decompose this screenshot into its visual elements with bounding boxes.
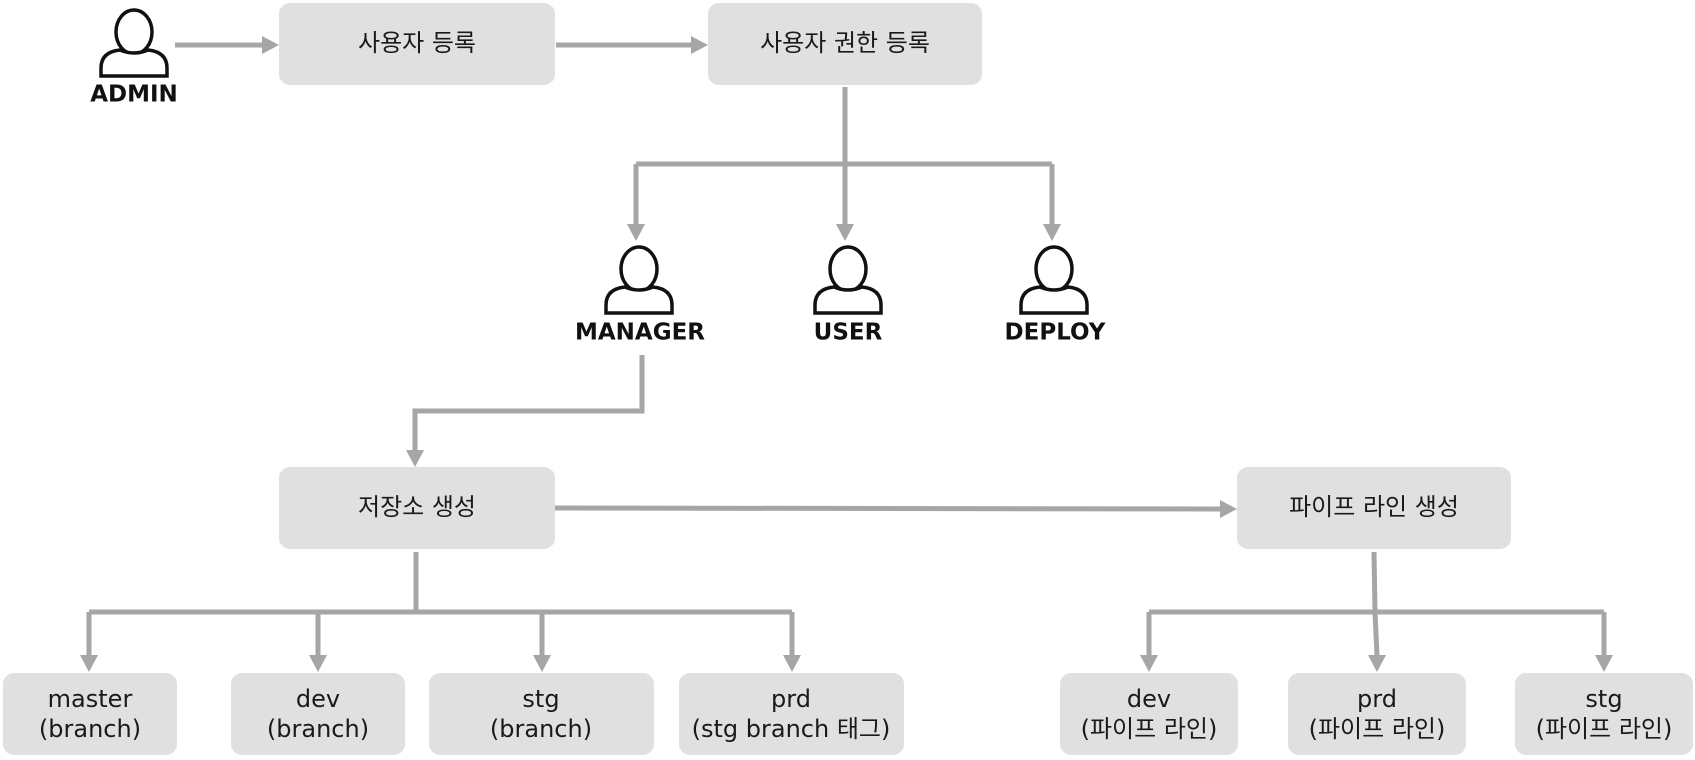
step-user-permission-register: 사용자 권한 등록 — [708, 3, 982, 85]
pipeline-box — [1515, 673, 1693, 755]
pipeline-type: (파이프 라인) — [1309, 715, 1446, 743]
branch-box — [3, 673, 177, 755]
step-box — [279, 3, 555, 85]
pipeline-type: (파이프 라인) — [1081, 715, 1218, 743]
pipeline-name: dev — [1127, 685, 1171, 713]
arrowhead — [836, 224, 854, 241]
arrowhead — [1043, 224, 1061, 241]
step-box — [708, 3, 982, 85]
branch-box — [231, 673, 405, 755]
connector-permission-to-roles — [633, 87, 1055, 225]
arrowhead — [533, 655, 551, 672]
person-icon — [1019, 245, 1089, 315]
person-icon — [99, 8, 169, 78]
arrowhead — [1220, 500, 1237, 518]
step-box — [1237, 467, 1511, 549]
pipeline-type: (파이프 라인) — [1536, 715, 1673, 743]
branch-name: stg — [522, 685, 559, 713]
pipeline-box — [1288, 673, 1466, 755]
pipeline-name: stg — [1585, 685, 1622, 713]
arrowhead — [1368, 655, 1386, 672]
connector-manager-to-repo — [412, 355, 645, 450]
branch-stg: stg (branch) — [429, 673, 654, 755]
arrowhead — [627, 224, 645, 241]
branch-box — [679, 673, 904, 755]
step-box — [279, 467, 555, 549]
person-icon — [813, 245, 883, 315]
actor-admin: ADMIN — [90, 8, 178, 108]
connector-pipeline-to-stages — [1146, 551, 1607, 657]
step-label: 사용자 등록 — [358, 29, 476, 57]
step-label: 사용자 권한 등록 — [760, 29, 930, 57]
step-label: 저장소 생성 — [358, 493, 476, 521]
branch-type: (stg branch 태그) — [692, 715, 891, 743]
actor-label: USER — [814, 320, 883, 346]
branch-dev: dev (branch) — [231, 673, 405, 755]
actor-manager: MANAGER — [575, 245, 705, 346]
step-label: 파이프 라인 생성 — [1289, 493, 1459, 521]
arrowhead — [80, 655, 98, 672]
actor-label: MANAGER — [575, 320, 705, 346]
connector-repo-to-pipeline — [554, 505, 1221, 512]
arrowhead — [309, 655, 327, 672]
branch-type: (branch) — [267, 715, 369, 743]
arrowhead — [406, 450, 424, 467]
pipeline-dev: dev (파이프 라인) — [1060, 673, 1238, 755]
pipeline-name: prd — [1357, 685, 1397, 713]
arrowhead — [783, 655, 801, 672]
actor-deploy: DEPLOY — [1005, 245, 1106, 346]
branch-name: master — [48, 685, 133, 713]
branch-master: master (branch) — [3, 673, 177, 755]
arrowhead — [1595, 655, 1613, 672]
pipeline-box — [1060, 673, 1238, 755]
actor-label: ADMIN — [90, 82, 178, 108]
step-pipeline-create: 파이프 라인 생성 — [1237, 467, 1511, 549]
connector-repo-to-branches — [86, 552, 795, 656]
actor-user: USER — [813, 245, 883, 346]
branch-name: prd — [771, 685, 811, 713]
step-user-register: 사용자 등록 — [279, 3, 555, 85]
branch-box — [429, 673, 654, 755]
connectors — [80, 36, 1613, 672]
arrowhead — [1140, 655, 1158, 672]
branch-type: (branch) — [490, 715, 592, 743]
person-icon — [604, 245, 674, 315]
branch-prd: prd (stg branch 태그) — [679, 673, 904, 755]
arrowhead — [262, 36, 279, 54]
branch-type: (branch) — [39, 715, 141, 743]
pipeline-prd: prd (파이프 라인) — [1288, 673, 1466, 755]
arrowhead — [691, 36, 708, 54]
branch-name: dev — [296, 685, 340, 713]
pipeline-stg: stg (파이프 라인) — [1515, 673, 1693, 755]
actor-label: DEPLOY — [1005, 320, 1106, 346]
step-repo-create: 저장소 생성 — [279, 467, 555, 549]
